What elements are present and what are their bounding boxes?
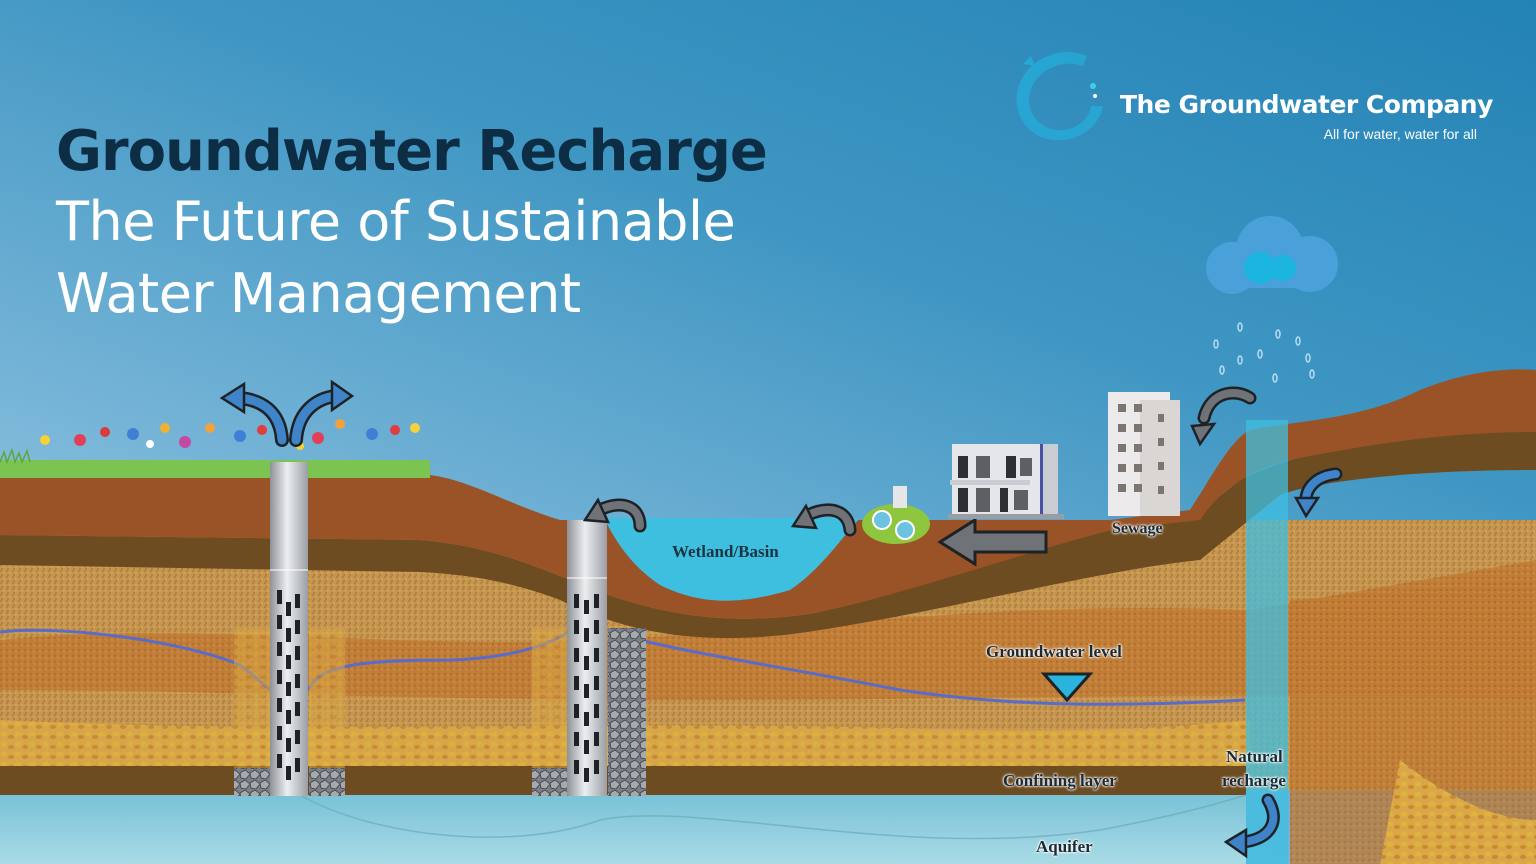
natural-recharge-label-2: recharge	[1222, 771, 1286, 790]
flow-arrow-icon	[937, 517, 1048, 567]
brand-tagline: All for water, water for all	[1323, 126, 1477, 142]
title-block: Groundwater Recharge The Future of Susta…	[56, 118, 768, 330]
page-title: Groundwater Recharge	[56, 119, 768, 184]
wetland-label: Wetland/Basin	[672, 542, 779, 561]
natural-recharge-column	[1246, 420, 1288, 864]
brand-logo[interactable]: The Groundwater Company All for water, w…	[1005, 44, 1493, 154]
sewage-label: Sewage	[1112, 520, 1163, 537]
water-splash-icon	[1016, 52, 1103, 141]
page-subtitle-line2: Water Management	[56, 262, 581, 325]
groundwater-level-marker-icon	[1040, 672, 1094, 703]
cloud-icon	[1206, 216, 1338, 294]
recharge-well-icon	[532, 520, 646, 796]
aquifer-label: Aquifer	[1036, 837, 1093, 856]
apartment-building-icon	[1108, 392, 1180, 516]
treatment-plant-icon	[862, 486, 930, 544]
house-icon	[948, 444, 1064, 519]
flow-arrow-icon	[582, 386, 1257, 537]
recharge-well-icon	[234, 462, 345, 796]
page-subtitle-line1: The Future of Sustainable	[56, 190, 736, 253]
flow-arrow-icon	[1223, 467, 1343, 859]
brand-name: The Groundwater Company	[1120, 90, 1493, 119]
flow-arrow-icon	[219, 379, 355, 447]
groundwater-level-label: Groundwater level	[986, 642, 1122, 661]
raindrops-icon	[1213, 322, 1315, 383]
natural-recharge-label-1: Natural	[1226, 747, 1283, 766]
confining-layer-label: Confining layer	[1003, 771, 1117, 790]
flowers-icon	[40, 419, 420, 450]
